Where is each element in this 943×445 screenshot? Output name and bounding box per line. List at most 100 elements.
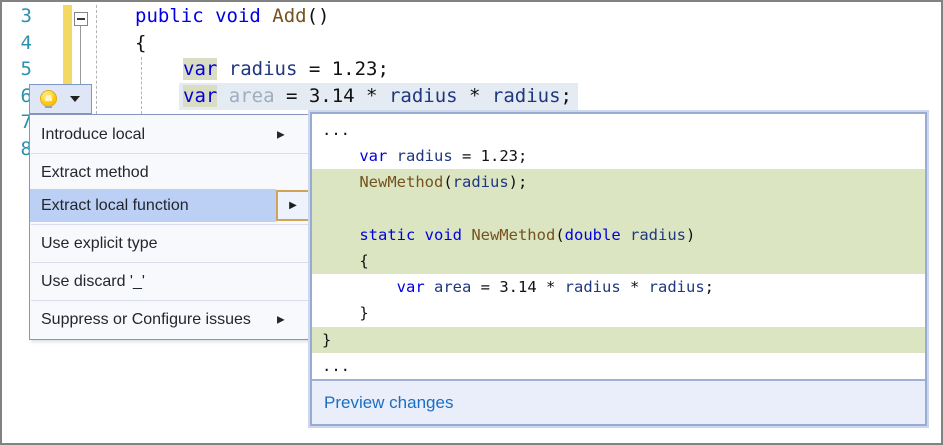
code-token [322, 226, 359, 244]
menu-item-introduce-local[interactable]: Introduce local ▶ [30, 118, 311, 151]
menu-separator [31, 224, 310, 225]
preview-changes-link[interactable]: Preview changes [324, 392, 454, 412]
code-token: ( [555, 225, 565, 244]
line-number: 6 [20, 84, 32, 107]
code-token: * [457, 84, 492, 107]
code-line: public void Add() [135, 3, 330, 30]
indent-guide [141, 57, 142, 114]
code-token: = 3.14 * [471, 278, 565, 297]
code-token: () [306, 5, 330, 27]
code-token: = 3.14 * [274, 84, 389, 107]
code-token: radius [452, 173, 509, 192]
code-token: static void [359, 225, 472, 244]
indent-guide [96, 5, 97, 114]
menu-separator [31, 300, 310, 301]
menu-item-suppress-or-configure-issues[interactable]: Suppress or Configure issues ▶ [30, 303, 311, 336]
code-token: ( [443, 173, 453, 192]
lightbulb-icon [41, 91, 57, 108]
code-token: public void [135, 5, 273, 27]
code-token: { [135, 31, 147, 54]
line-number: 3 [20, 5, 32, 27]
menu-item-label: Extract method [41, 163, 149, 181]
code-token [322, 147, 359, 165]
line-number: 5 [20, 58, 32, 80]
code-token: double [564, 225, 621, 244]
menu-item-extract-method[interactable]: Extract method [30, 156, 311, 189]
code-token: radius [564, 278, 621, 297]
code-token: ; [704, 278, 714, 297]
editor-line-6: 6 var area = 3.14 * radius * radius; [4, 82, 939, 110]
code-token [217, 58, 228, 80]
preview-code-line [312, 195, 925, 222]
code-token [621, 226, 630, 244]
track-changes-bar [63, 5, 72, 85]
code-token [387, 147, 396, 165]
editor-line-4: 4{ [4, 30, 939, 57]
editor-line-8: 8 [4, 136, 939, 163]
code-token: ... [322, 121, 350, 139]
code-token: } [322, 330, 332, 349]
code-token: radius [648, 278, 705, 297]
line-number: 8 [20, 137, 32, 160]
code-token: var [359, 147, 388, 166]
menu-item-use-discard[interactable]: Use discard '_' [30, 265, 311, 298]
code-token: NewMethod [359, 173, 444, 192]
quick-actions-button[interactable] [29, 84, 92, 114]
code-token: radius [491, 84, 561, 107]
code-token: radius [228, 58, 298, 80]
code-line: { [135, 30, 146, 57]
code-token [217, 85, 228, 107]
code-token: } [322, 304, 369, 323]
code-token: ... [322, 356, 350, 375]
menu-separator [31, 153, 310, 154]
outline-guide-line [80, 26, 81, 85]
code-token: ; [560, 84, 572, 107]
line-number: 4 [20, 31, 32, 54]
submenu-arrow-icon: ▶ [277, 314, 285, 325]
code-token: Add [272, 5, 307, 27]
editor-line-7: 7 [4, 109, 939, 136]
preview-code-line: } [312, 300, 925, 326]
preview-code-line: var area = 3.14 * radius * radius; [312, 274, 925, 300]
code-token [322, 173, 359, 191]
menu-item-label: Use explicit type [41, 234, 158, 252]
preview-code-line: NewMethod(radius); [312, 169, 925, 196]
preview-code-line: ... [312, 353, 925, 379]
line-number: 7 [20, 111, 32, 133]
menu-separator [31, 262, 310, 263]
caret-down-icon[interactable] [69, 96, 80, 102]
preview-code-line: static void NewMethod(double radius) [312, 221, 925, 248]
code-token: radius [396, 147, 453, 166]
code-token: area [434, 278, 472, 297]
statement-highlight: var area = 3.14 * radius * radius; [179, 82, 578, 110]
code-token: * [620, 278, 649, 297]
preview-code-line: ... [312, 117, 925, 143]
code-token: = 1.23; [297, 58, 389, 80]
code-token: NewMethod [471, 225, 556, 244]
code-token: ); [508, 173, 528, 192]
menu-item-label: Introduce local [41, 125, 146, 143]
menu-item-label: Suppress or Configure issues [41, 310, 251, 328]
menu-item-use-explicit-type[interactable]: Use explicit type [30, 227, 311, 260]
preview-footer: Preview changes [312, 379, 925, 424]
editor-line-3: 3 public void Add() [4, 3, 939, 30]
code-token: { [322, 251, 369, 270]
expand-preview-button[interactable]: ▶ [276, 190, 310, 221]
refactor-preview-popup: ... var radius = 1.23; NewMethod(radius)… [310, 112, 927, 426]
menu-item-label: Extract local function [30, 189, 276, 222]
code-token: var [183, 84, 218, 107]
submenu-arrow-icon: ▶ [277, 129, 285, 140]
code-token: radius [630, 225, 686, 244]
collapse-minus-icon[interactable] [74, 12, 88, 26]
code-token: radius [388, 84, 458, 107]
code-token [322, 278, 397, 296]
editor-line-5: 5 var radius = 1.23; [4, 56, 939, 83]
preview-code-line: } [312, 326, 925, 353]
code-token: var [183, 58, 218, 80]
menu-item-extract-local-function[interactable]: Extract local function▶ [30, 189, 311, 222]
preview-code-line: var radius = 1.23; [312, 143, 925, 169]
preview-code: ... var radius = 1.23; NewMethod(radius)… [312, 114, 925, 379]
